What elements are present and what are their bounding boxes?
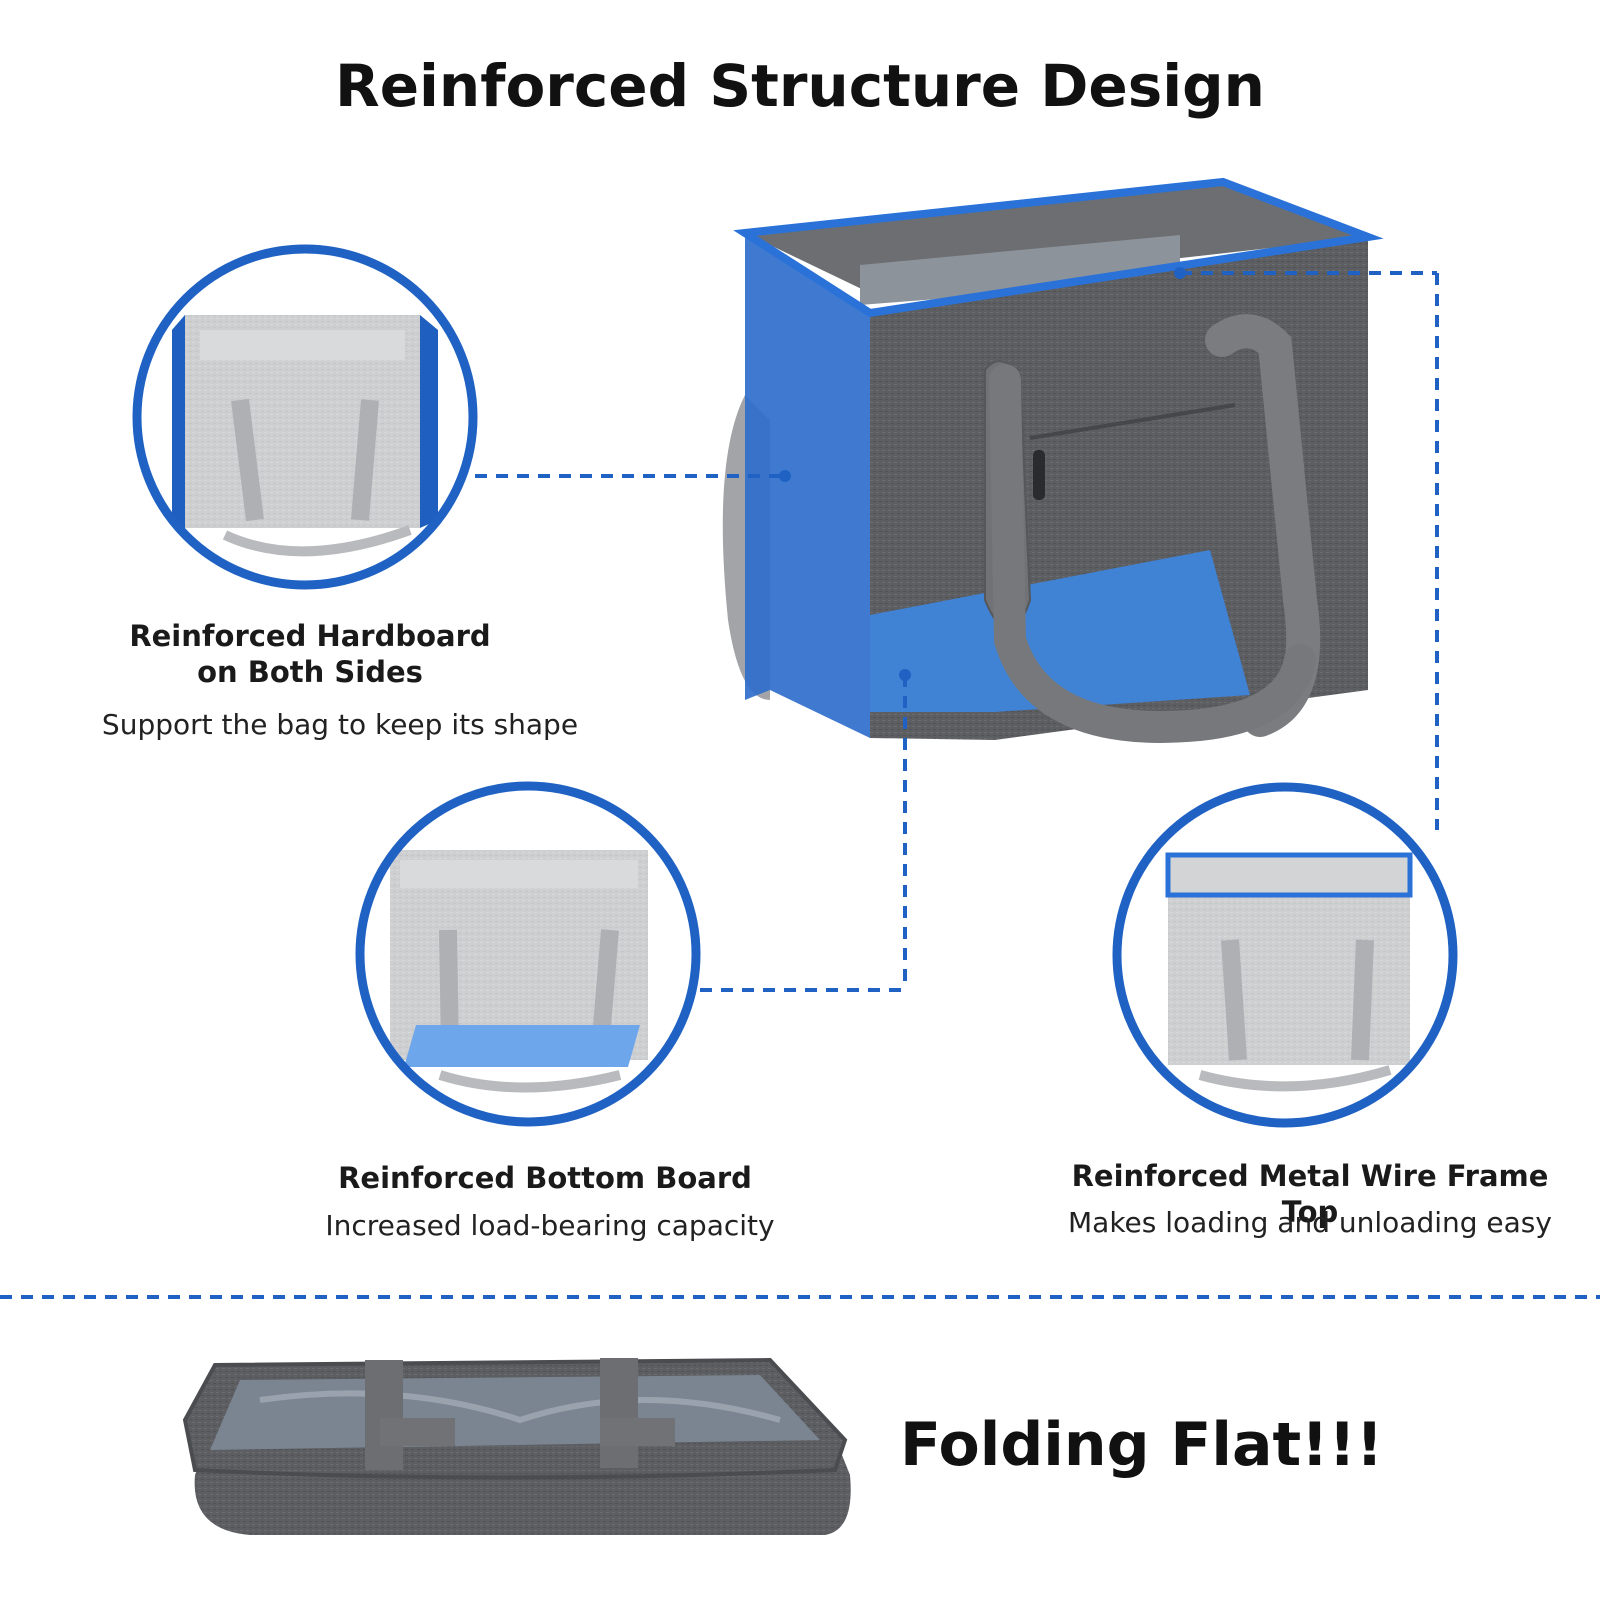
page-title: Reinforced Structure Design	[335, 52, 1265, 120]
feature-sides-title-line1: Reinforced Hardboard	[129, 619, 491, 653]
connector-dot-bottom	[899, 669, 911, 681]
detail-circle-bottom	[355, 781, 701, 1127]
connector-lines	[0, 271, 1600, 1299]
connector-dot-top	[1174, 267, 1186, 279]
feature-bottom-subtitle: Increased load-bearing capacity	[325, 1209, 775, 1242]
folding-flat-label: Folding Flat!!!	[900, 1410, 1384, 1480]
feature-sides-subtitle: Support the bag to keep its shape	[101, 708, 579, 741]
detail-circle-top	[1112, 782, 1458, 1128]
main-bag-image	[722, 177, 1384, 743]
feature-sides-title-line2: on Both Sides	[197, 655, 423, 689]
connector-dot-sides	[779, 470, 791, 482]
feature-top-title: Reinforced Metal Wire Frame Top	[1071, 1159, 1549, 1229]
detail-circle-sides	[132, 244, 478, 590]
feature-top-subtitle: Makes loading and unloading easy	[1068, 1206, 1552, 1239]
folded-bag-image	[182, 1357, 851, 1535]
feature-bottom-title: Reinforced Bottom Board	[338, 1161, 752, 1195]
feature-sides-title: Reinforced Hardboard on Both Sides	[90, 618, 530, 690]
